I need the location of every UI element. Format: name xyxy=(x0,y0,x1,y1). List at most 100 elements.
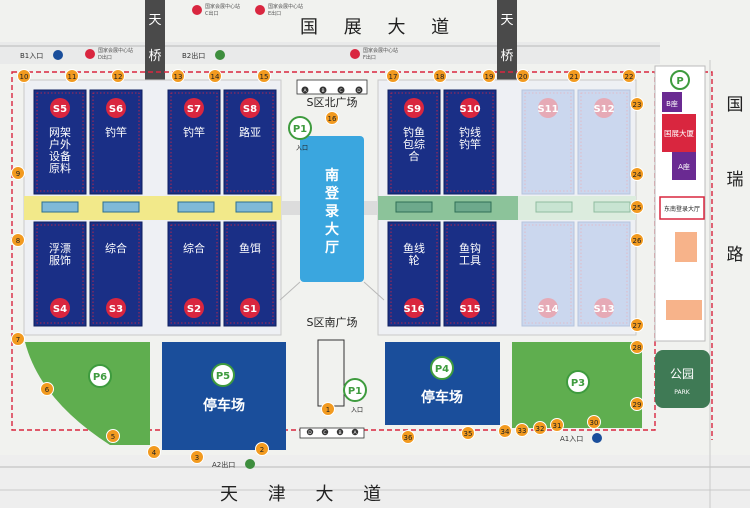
gate-19[interactable]: 19 xyxy=(482,69,496,83)
p1-south[interactable]: P1 入口 xyxy=(343,378,367,414)
lobby-label: 南登录大厅 xyxy=(324,167,340,256)
gate-29[interactable]: 29 xyxy=(630,397,644,411)
gate-20[interactable]: 20 xyxy=(516,69,530,83)
hall-label: 钓鱼 xyxy=(403,125,425,139)
gate-10[interactable]: 10 xyxy=(17,69,31,83)
hall-label: 合 xyxy=(409,149,420,163)
hall-code: S16 xyxy=(403,304,424,315)
gate-35[interactable]: 35 xyxy=(461,426,475,440)
hall-s13[interactable]: S13 xyxy=(577,221,631,327)
gate-9[interactable]: 9 xyxy=(11,166,25,180)
gate-15[interactable]: 15 xyxy=(257,69,271,83)
gate-27[interactable]: 27 xyxy=(630,318,644,332)
svg-text:B: B xyxy=(321,88,324,94)
parking-p6[interactable] xyxy=(25,342,150,445)
gate-24[interactable]: 24 xyxy=(630,167,644,181)
gate-30[interactable]: 30 xyxy=(587,415,601,429)
svg-text:国家会展中心站: 国家会展中心站 xyxy=(205,3,240,10)
p4-badge: P4 停车场 xyxy=(421,356,463,406)
gate-36[interactable]: 36 xyxy=(401,430,415,444)
hall-code: S3 xyxy=(109,304,123,315)
parking-p5[interactable] xyxy=(162,342,286,450)
road-right-label-1: 国 xyxy=(727,95,744,115)
tower-b[interactable] xyxy=(662,92,682,112)
hall-s16[interactable]: S16 鱼线轮 xyxy=(387,221,441,327)
hall-label: 户外 xyxy=(49,137,71,151)
gate-number: 14 xyxy=(211,73,220,81)
gate-3[interactable]: 3 xyxy=(190,450,204,464)
parking-p4[interactable] xyxy=(385,342,500,425)
svg-text:P: P xyxy=(676,76,683,87)
park[interactable] xyxy=(655,350,710,408)
tower-main[interactable] xyxy=(662,114,696,152)
gate-14[interactable]: 14 xyxy=(208,69,222,83)
svg-text:P6: P6 xyxy=(93,372,107,383)
hall-code: S13 xyxy=(593,304,614,315)
hall-label: 鱼钩 xyxy=(459,241,481,255)
gate-16[interactable]: 16 xyxy=(325,111,339,125)
gate-25[interactable]: 25 xyxy=(630,200,644,214)
gate-4[interactable]: 4 xyxy=(147,445,161,459)
gate-1[interactable]: 1 xyxy=(321,402,335,416)
p4-lot-label: 停车场 xyxy=(421,389,463,406)
gate-26[interactable]: 26 xyxy=(630,233,644,247)
gate-23[interactable]: 23 xyxy=(630,97,644,111)
hall-code: S15 xyxy=(459,304,480,315)
svg-text:C出口: C出口 xyxy=(205,10,219,17)
hall-code: S9 xyxy=(407,104,421,115)
road-right-label-3: 路 xyxy=(727,245,744,265)
gate-7[interactable]: 7 xyxy=(11,332,25,346)
southeast-lobby[interactable] xyxy=(659,196,705,220)
hall-code: S10 xyxy=(459,104,480,115)
gate-11[interactable]: 11 xyxy=(65,69,79,83)
gate-28[interactable]: 28 xyxy=(630,340,644,354)
gate-18[interactable]: 18 xyxy=(433,69,447,83)
gate-number: 22 xyxy=(625,73,634,81)
gate-33[interactable]: 33 xyxy=(515,423,529,437)
gate-8[interactable]: 8 xyxy=(11,233,25,247)
hall-s14[interactable]: S14 xyxy=(521,221,575,327)
hall-code: S2 xyxy=(187,304,201,315)
hall-label: 鱼线 xyxy=(403,241,425,255)
gate-6[interactable]: 6 xyxy=(40,382,54,396)
gate-5[interactable]: 5 xyxy=(106,429,120,443)
hall-label: 轮 xyxy=(409,253,420,267)
p1-north[interactable]: P1 入口 xyxy=(288,116,312,152)
gate-31[interactable]: 31 xyxy=(550,418,564,432)
gate-21[interactable]: 21 xyxy=(567,69,581,83)
hall-badge xyxy=(594,98,614,118)
gate-12[interactable]: 12 xyxy=(111,69,125,83)
gate-2[interactable]: 2 xyxy=(255,442,269,456)
hall-badge xyxy=(404,298,424,318)
gate-number: 21 xyxy=(570,73,579,81)
hall-badge xyxy=(184,298,204,318)
hall-s11[interactable]: S11 xyxy=(521,89,575,195)
hall-badge xyxy=(460,98,480,118)
gate-22[interactable]: 22 xyxy=(622,69,636,83)
hall-s12[interactable]: S12 xyxy=(577,89,631,195)
hall-badge xyxy=(106,298,126,318)
gate-13[interactable]: 13 xyxy=(171,69,185,83)
south-lobby[interactable] xyxy=(300,136,364,282)
gate-34[interactable]: 34 xyxy=(498,424,512,438)
gate-32[interactable]: 32 xyxy=(533,421,547,435)
tower-a[interactable] xyxy=(672,152,696,180)
east-parking-p[interactable]: P xyxy=(670,70,690,90)
gate-17[interactable]: 17 xyxy=(386,69,400,83)
hall-code: S14 xyxy=(537,304,558,315)
hall-label: 工具 xyxy=(459,254,481,267)
